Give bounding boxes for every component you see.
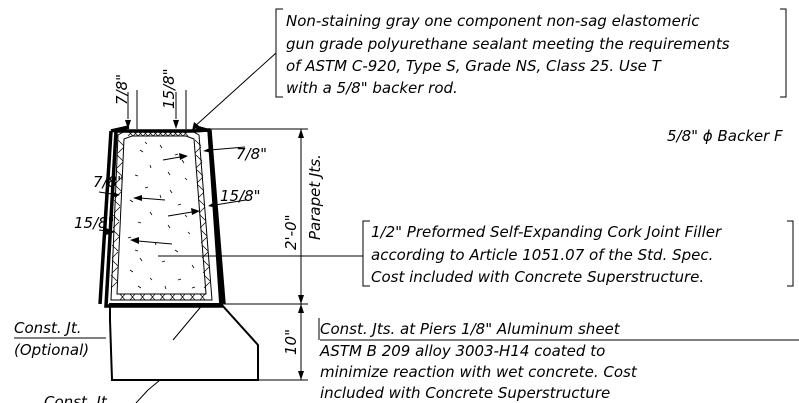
sealant-note: Non-staining gray one component non-sag …	[286, 12, 730, 97]
const-jt-optional-sublabel: (Optional)	[14, 341, 89, 359]
sealant-note-line-1: Non-staining gray one component non-sag …	[286, 12, 700, 30]
const-jt-bottom-label: Const. Jt.	[44, 393, 111, 403]
dim-height-parapet: 2'-0"	[282, 214, 300, 250]
dim-top-left: 7/8"	[113, 74, 131, 105]
dimension-lines	[98, 90, 308, 381]
sealant-note-line-3: of ASTM C-920, Type S, Grade NS, Class 2…	[286, 57, 663, 75]
parapet-section	[98, 125, 259, 381]
sealant-note-line-4: with a 5/8" backer rod.	[286, 79, 458, 97]
aluminum-note-line-1: Const. Jts. at Piers 1/8" Aluminum sheet	[320, 320, 621, 338]
dim-top-right: 15/8"	[160, 68, 178, 109]
parapet-base	[109, 303, 259, 381]
const-jt-optional-label: Const. Jt.	[14, 319, 81, 337]
dim-parapet-label: Parapet Jts.	[306, 154, 324, 240]
cork-note-line-1: 1/2" Preformed Self-Expanding Cork Joint…	[371, 223, 722, 241]
dim-left-lower: 15/8"	[74, 214, 115, 232]
dim-right-upper: 7/8"	[236, 145, 267, 163]
sealant-note-line-2: gun grade polyurethane sealant meeting t…	[286, 35, 730, 53]
aluminum-note-line-3: minimize reaction with wet concrete. Cos…	[320, 363, 638, 381]
parapet-outer-profile	[98, 125, 226, 305]
backer-rod-label: 5/8" ϕ Backer F	[667, 127, 783, 145]
aluminum-note-line-4: included with Concrete Superstructure	[320, 384, 610, 402]
cork-filler-speckles	[127, 141, 196, 290]
aluminum-sheet-note: Const. Jts. at Piers 1/8" Aluminum sheet…	[319, 320, 638, 402]
dim-right-lower: 15/8"	[220, 187, 261, 205]
note-leaders	[14, 8, 799, 403]
dim-height-base: 10"	[282, 329, 300, 355]
sealant-band	[110, 129, 213, 301]
cork-note-line-3: Cost included with Concrete Superstructu…	[371, 268, 704, 286]
aluminum-note-line-2: ASTM B 209 alloy 3003-H14 coated to	[319, 342, 605, 360]
cork-filler-note: 1/2" Preformed Self-Expanding Cork Joint…	[371, 223, 722, 286]
cork-note-line-2: according to Article 1051.07 of the Std.…	[371, 246, 713, 264]
dim-left-upper: 7/8"	[93, 173, 124, 191]
